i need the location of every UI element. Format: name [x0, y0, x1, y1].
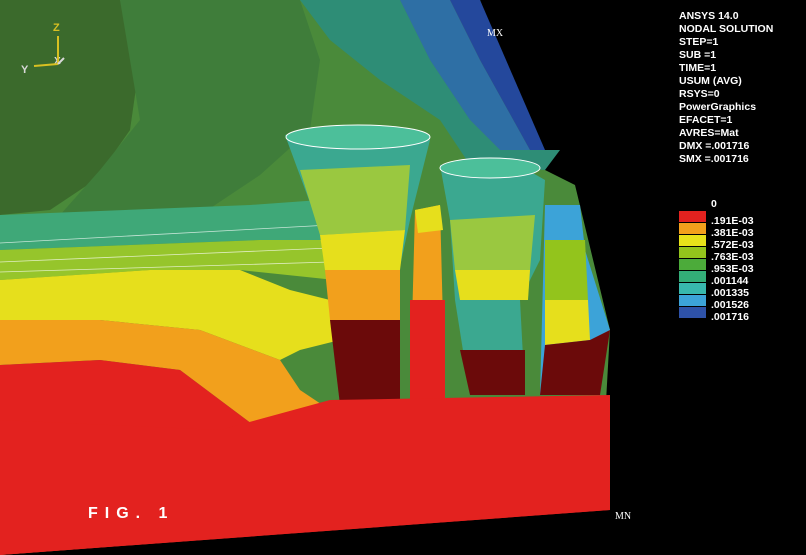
contour-legend: 0 .191E-03 .381E-03 .572E-03 .763E-03 .9…: [679, 198, 804, 323]
legend-swatch: [679, 295, 706, 306]
legend-value: .381E-03: [711, 227, 754, 239]
legend-value: .001526: [711, 299, 749, 311]
legend-entry: .381E-03: [679, 222, 804, 239]
legend-min-value: 0: [711, 198, 717, 210]
legend-entry: .191E-03: [679, 210, 804, 227]
legend-swatch: [679, 223, 706, 234]
triad-icon: [33, 36, 65, 67]
triad-y-label: Y: [21, 64, 29, 76]
legend-value: .001144: [711, 275, 749, 287]
info-line: EFACET=1: [679, 114, 733, 126]
legend-swatch: [679, 307, 706, 318]
solution-info-panel: ANSYS 14.0 NODAL SOLUTION STEP=1 SUB =1 …: [679, 10, 804, 166]
legend-entry: .001716: [679, 306, 804, 323]
info-line: STEP=1: [679, 36, 719, 48]
legend-value: .191E-03: [711, 215, 754, 227]
info-line: SMX =.001716: [679, 153, 749, 165]
legend-swatch: [679, 247, 706, 258]
legend-swatch: [679, 235, 706, 246]
info-line: NODAL SOLUTION: [679, 23, 774, 35]
legend-min-entry: 0: [679, 198, 804, 210]
info-line: TIME=1: [679, 62, 717, 74]
legend-value: .001335: [711, 287, 749, 299]
info-line: DMX =.001716: [679, 140, 750, 152]
legend-swatch: [679, 283, 706, 294]
legend-entry: .001526: [679, 294, 804, 311]
legend-value: .572E-03: [711, 239, 754, 251]
legend-value: .953E-03: [711, 263, 754, 275]
triad-z-label: Z: [53, 22, 60, 34]
figure-label: FIG. 1: [88, 505, 175, 522]
min-marker: MN: [615, 511, 632, 522]
info-line: ANSYS 14.0: [679, 10, 739, 22]
max-marker: MX: [487, 28, 504, 39]
info-line: RSYS=0: [679, 88, 720, 100]
legend-value: .001716: [711, 311, 749, 323]
legend-swatch: [679, 259, 706, 270]
legend-entry: .001335: [679, 282, 804, 299]
info-line: AVRES=Mat: [679, 127, 739, 139]
legend-swatch: [679, 271, 706, 282]
legend-entry: .001144: [679, 270, 804, 287]
info-line: USUM (AVG): [679, 75, 742, 87]
info-line: SUB =1: [679, 49, 717, 61]
legend-entry: .953E-03: [679, 258, 804, 275]
legend-value: .763E-03: [711, 251, 754, 263]
legend-swatch: [679, 211, 706, 222]
legend-entry: .572E-03: [679, 234, 804, 251]
info-line: PowerGraphics: [679, 101, 757, 113]
legend-entry: .763E-03: [679, 246, 804, 263]
